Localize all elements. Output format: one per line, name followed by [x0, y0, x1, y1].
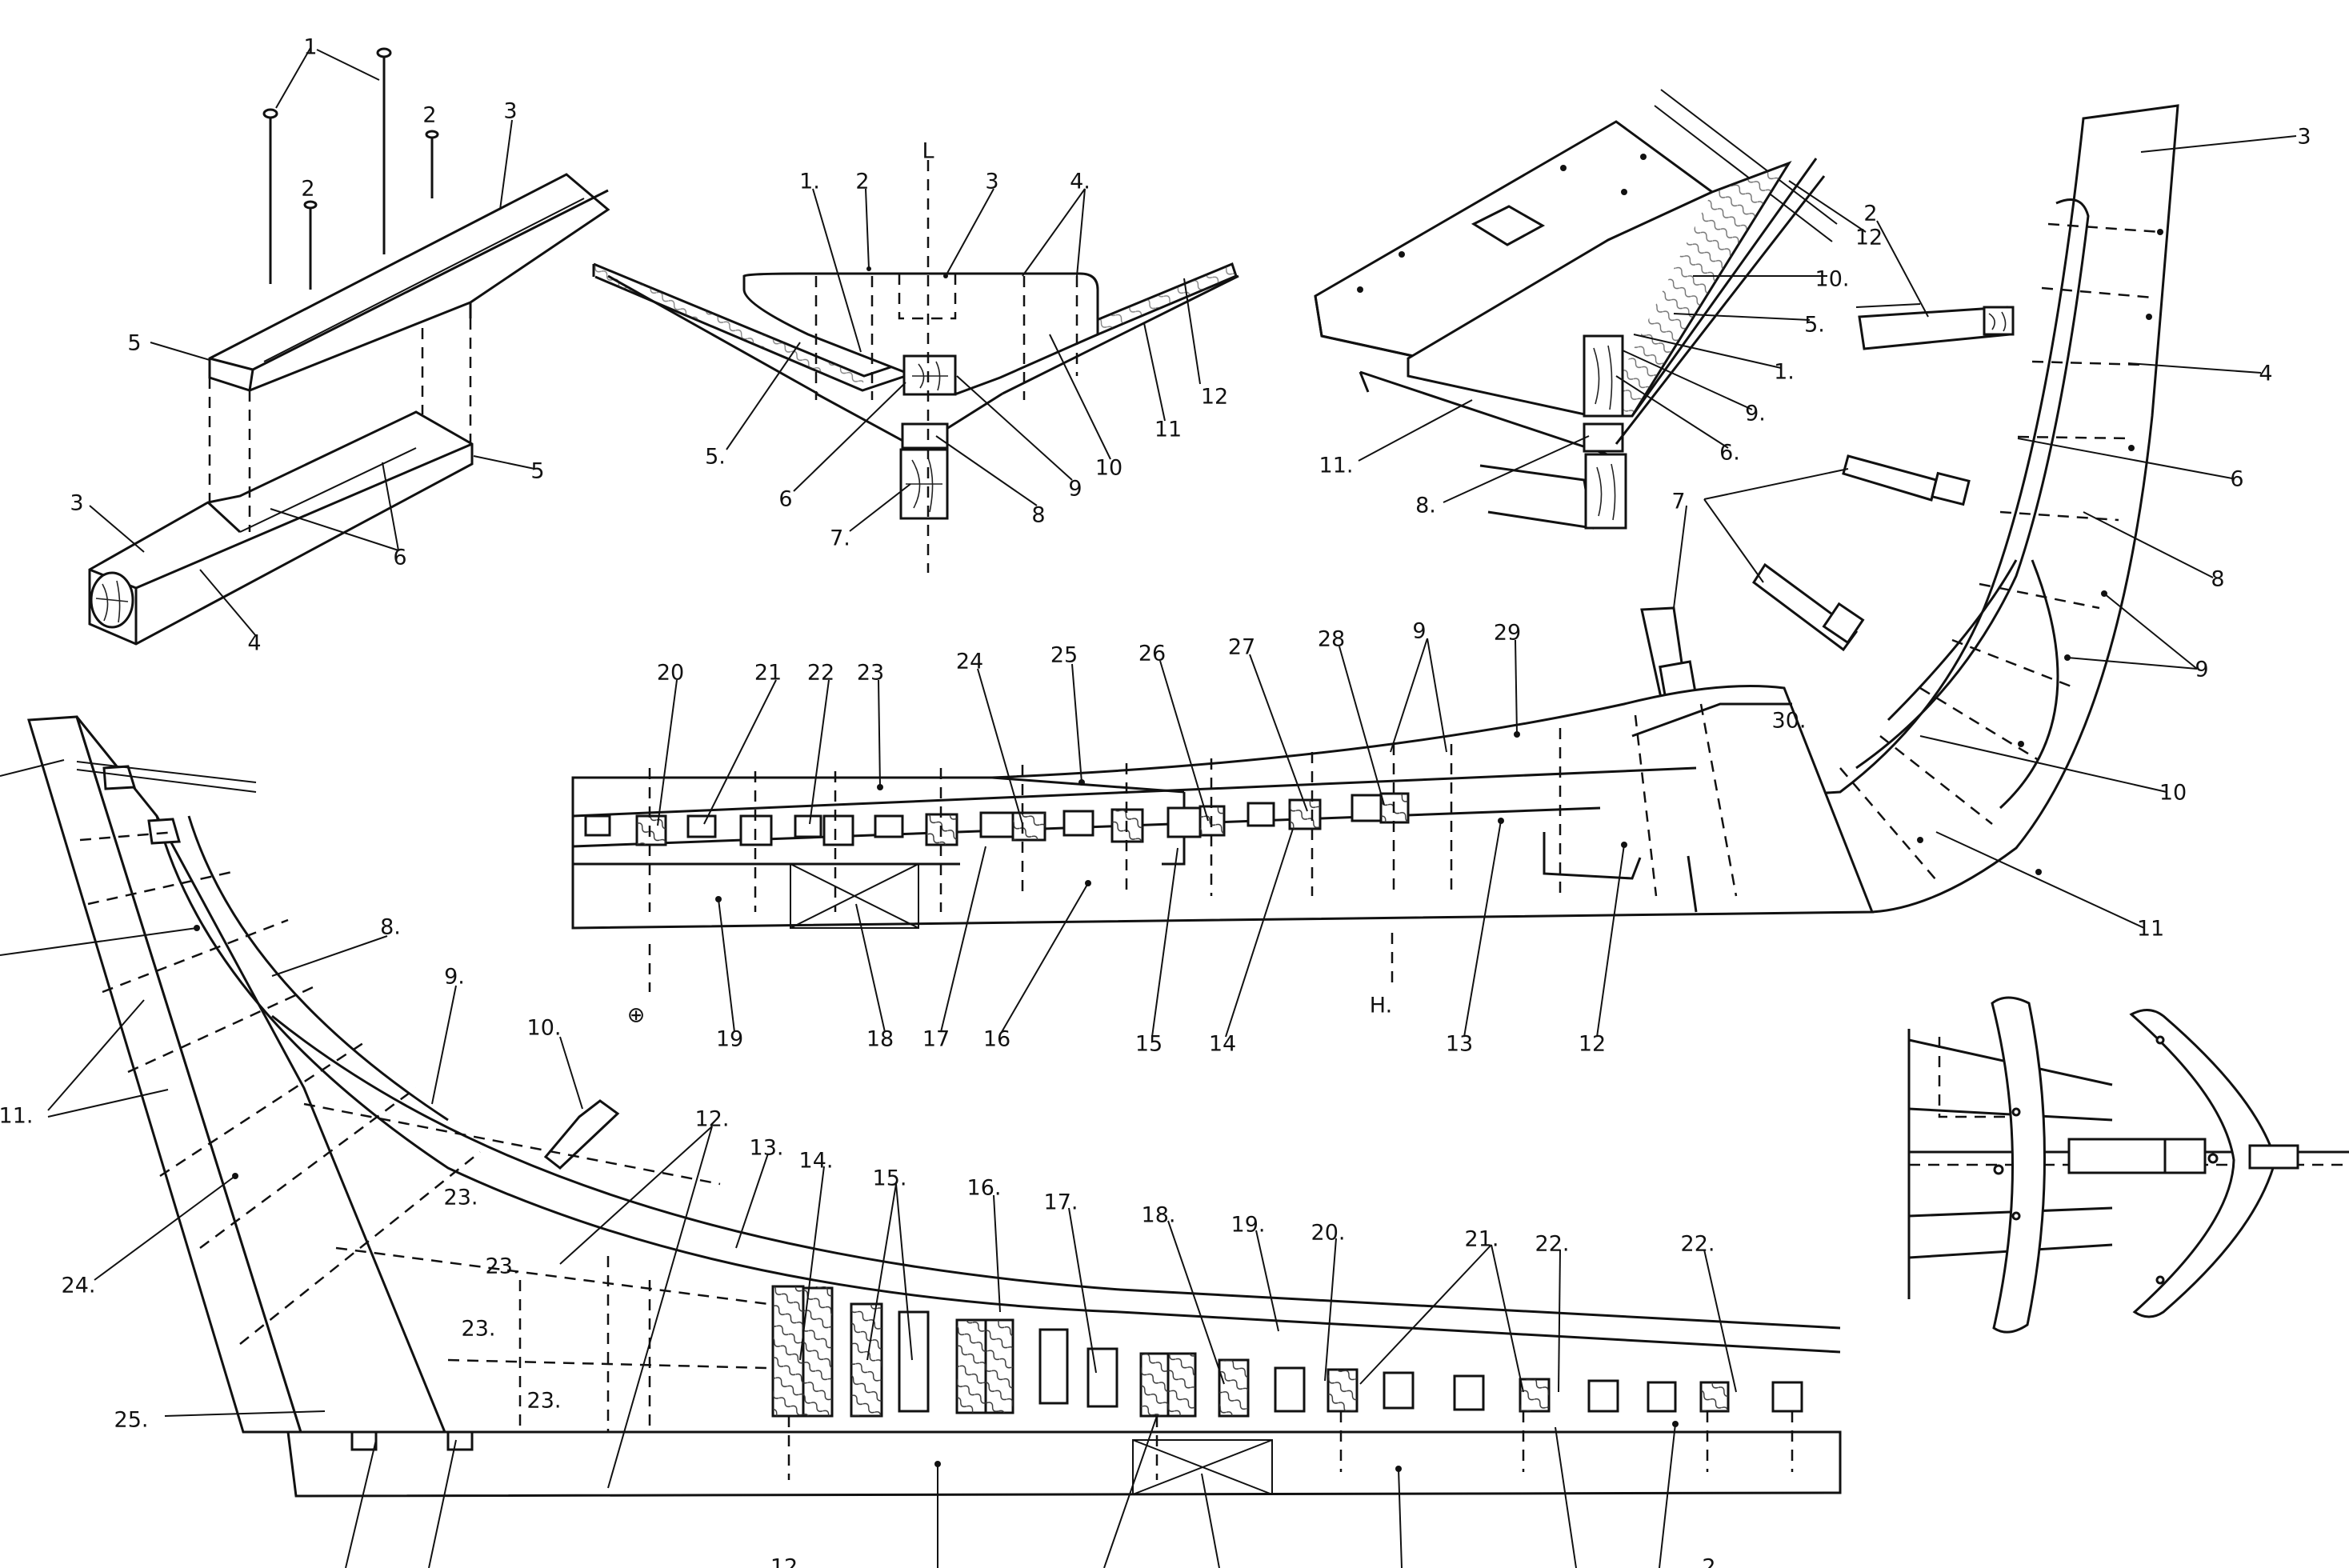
- keel-profile-label-14: 18: [866, 1027, 894, 1052]
- stern-profile-label-8: 15.: [873, 1166, 907, 1191]
- keel-section-label-5: 4.: [1070, 170, 1090, 194]
- keel-section-label-12: 8: [1031, 503, 1045, 528]
- scarf-joint-label-9: 4: [247, 631, 261, 656]
- stern-profile-label-1: 8.: [380, 915, 401, 940]
- stern-frame-blocks: [771, 1285, 1803, 1418]
- keel-profile-label-15: 17: [922, 1027, 950, 1052]
- deadwood-detail-label-6: 6.: [1719, 441, 1740, 466]
- stern-dashed-lines: [79, 830, 1794, 1480]
- deadwood-detail-label-2: 10.: [1815, 267, 1850, 292]
- stern-profile-label-24: 2: [1702, 1555, 1715, 1568]
- keel-section-label-8: 5.: [705, 445, 726, 470]
- stern-profile-label-2: 9.: [444, 965, 465, 990]
- keel-profile-label-4: 23: [857, 661, 884, 686]
- scarf-joint-label-1: 1: [303, 35, 317, 60]
- keel-profile-label-6: 25: [1050, 643, 1078, 668]
- stern-profile-label-18: 23.: [486, 1254, 520, 1279]
- keel-profile-label-11: 29: [1494, 621, 1521, 646]
- keel-section-label-1: L: [922, 139, 934, 164]
- stern-profile-label-19: 23.: [462, 1317, 496, 1342]
- stem-profile-label-5: 7: [1671, 490, 1685, 514]
- keel-profile-label-16: 16: [983, 1027, 1010, 1052]
- keel-profile-label-21: 12: [1579, 1032, 1606, 1057]
- keel-section-figure: [592, 160, 1239, 573]
- stem-profile-label-1: 3: [2297, 125, 2311, 150]
- keel-profile-label-2: 21: [754, 661, 782, 686]
- frame-plan-figure: [1907, 996, 2349, 1334]
- scarf-joint-label-3: 2: [301, 177, 314, 202]
- deadwood-detail-label-7: 11.: [1319, 454, 1354, 478]
- scarf-joint-label-4: 3: [503, 99, 517, 124]
- deadwood-detail-label-4: 1.: [1774, 360, 1795, 385]
- deadwood-detail-label-5: 9.: [1745, 402, 1766, 426]
- deadwood-detail-label-1: 12: [1855, 226, 1883, 250]
- keel-profile-label-10: 9: [1412, 619, 1426, 644]
- stern-profile-label-14: 21.: [1465, 1227, 1499, 1252]
- stern-profile-label-21: 24.: [62, 1274, 96, 1298]
- scarf-joint-label-7: 3: [70, 491, 83, 516]
- keel-section-label-3: 2: [855, 170, 869, 194]
- keel-profile-label-8: 27: [1228, 635, 1255, 660]
- stem-profile-label-2: 2: [1863, 202, 1877, 226]
- keel-profile-label-5: 24: [956, 650, 983, 674]
- keel-profile-label-12: ⊕: [627, 1003, 646, 1028]
- stern-profile-label-4: 11.: [0, 1104, 33, 1129]
- stern-profile-label-20: 23.: [527, 1389, 562, 1414]
- scarf-joint-label-5: 5: [127, 331, 141, 356]
- scarf-joint-label-6: 5: [530, 459, 544, 484]
- keel-section-label-9: 10: [1095, 456, 1122, 481]
- stem-profile-label-8: 30.: [1772, 709, 1807, 734]
- stern-profile-label-12: 19.: [1231, 1213, 1266, 1238]
- stern-profile-label-3: 10.: [527, 1016, 562, 1041]
- keel-profile-figure: [571, 638, 1875, 1038]
- stem-profile-label-6: 8: [2211, 567, 2224, 592]
- deadwood-detail-label-3: 5.: [1804, 313, 1825, 338]
- bolts: [262, 47, 439, 290]
- keel-profile-label-20: 13: [1446, 1032, 1473, 1057]
- stem-profile-label-4: 6: [2230, 467, 2243, 492]
- stern-profile-label-7: 14.: [799, 1149, 834, 1174]
- stem-profile-label-3: 4: [2259, 362, 2272, 386]
- scarf-joint-label-8: 6: [393, 546, 406, 570]
- keel-section-label-2: 1.: [799, 170, 820, 194]
- deadwood-detail-label-8: 8.: [1415, 494, 1436, 518]
- keel-profile-label-17: 15: [1135, 1032, 1162, 1057]
- deadwood-detail-figure: [1314, 89, 1867, 530]
- stern-profile-label-17: 23.: [444, 1186, 478, 1210]
- keel-section-label-7: 11: [1154, 418, 1182, 442]
- keel-section-label-11: 6: [778, 487, 792, 512]
- stern-profile-label-11: 18.: [1142, 1203, 1176, 1228]
- keel-profile-label-3: 22: [807, 661, 834, 686]
- keel-profile-label-13: 19: [716, 1027, 743, 1052]
- stern-profile-figure: [0, 715, 1842, 1568]
- keel-profile-label-7: 26: [1138, 642, 1166, 666]
- stern-profile-label-9: 16.: [967, 1176, 1002, 1201]
- keel-section-label-6: 12: [1201, 385, 1228, 410]
- station-lines: [648, 703, 1738, 992]
- keel-profile-label-18: 14: [1209, 1032, 1236, 1057]
- stern-profile-label-23: 12: [770, 1555, 798, 1568]
- scarf-joint-figure: [88, 47, 610, 646]
- stern-profile-label-22: 25.: [114, 1408, 149, 1433]
- stern-profile-label-15: 22.: [1535, 1232, 1570, 1257]
- stern-profile-label-10: 17.: [1044, 1190, 1078, 1215]
- stern-profile-label-5: 12.: [695, 1107, 730, 1132]
- keel-section-label-10: 9: [1068, 477, 1082, 502]
- stern-profile-label-16: 22.: [1681, 1232, 1715, 1257]
- keel-profile-label-1: 20: [657, 661, 684, 686]
- stem-profile-label-10: 11: [2137, 917, 2164, 942]
- stern-profile-label-13: 20.: [1311, 1221, 1346, 1246]
- stem-profile-label-7: 9: [2195, 658, 2208, 682]
- keel-section-label-13: 7.: [830, 526, 850, 551]
- stem-profile-label-9: 10: [2159, 781, 2187, 806]
- scarf-joint-label-2: 2: [422, 103, 436, 128]
- keel-profile-label-9: 28: [1318, 627, 1345, 652]
- keel-profile-label-19: H.: [1370, 994, 1392, 1018]
- keel-section-label-4: 3: [985, 170, 998, 194]
- stern-profile-label-6: 13.: [750, 1136, 784, 1161]
